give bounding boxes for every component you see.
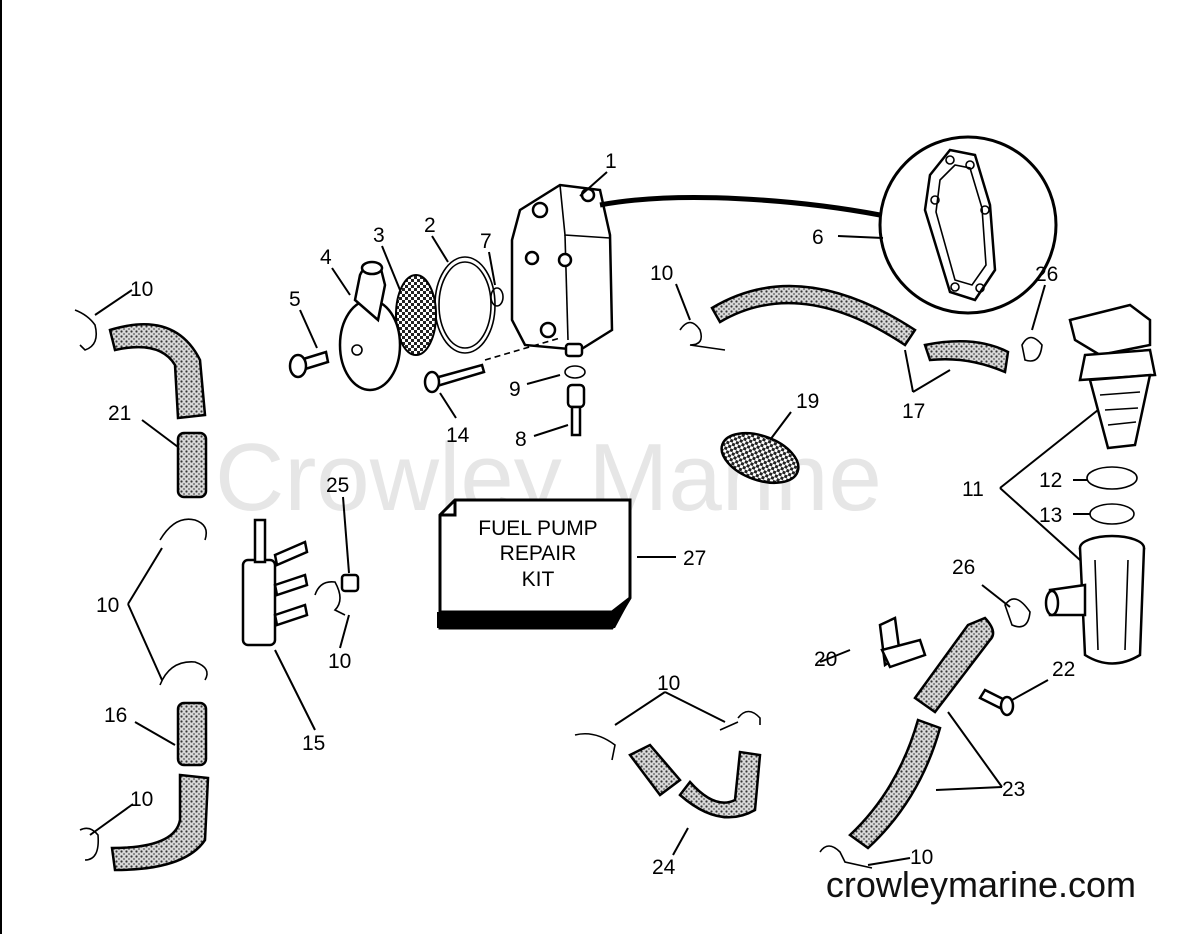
- filter-19: [720, 431, 800, 485]
- seal-7: [490, 287, 504, 307]
- kit-label-line2: REPAIR: [500, 542, 577, 565]
- clip-10-hose17: [679, 321, 726, 351]
- callout-20: 20: [814, 648, 837, 671]
- hose-24-elbow: [678, 750, 762, 819]
- callout-19: 19: [796, 390, 819, 413]
- callout-13: 13: [1039, 504, 1062, 527]
- callout-3: 3: [373, 224, 385, 247]
- callout-4: 4: [320, 246, 332, 269]
- clip-10-mid-left-b: [159, 661, 208, 686]
- callout-1: 1: [605, 150, 617, 173]
- callout-26-top: 26: [1035, 263, 1058, 286]
- callout-17: 17: [902, 400, 925, 423]
- clip-10-mid-left-a: [159, 518, 208, 541]
- callout-27: 27: [683, 547, 706, 570]
- pump-to-gasket-line: [599, 195, 881, 218]
- clip-10-bottom-right: [819, 845, 873, 869]
- callout-5: 5: [289, 288, 301, 311]
- hose-elbow-bottom-left: [110, 773, 210, 872]
- callout-numbers: 1 2 3 4 5 7 6 9 8 14 10 17 26 11 12 13 1…: [96, 150, 1075, 879]
- kit-label-line1: FUEL PUMP: [478, 517, 597, 540]
- oring-13: [1089, 503, 1135, 525]
- tee-fitting-15: [241, 518, 309, 647]
- clamp-26-top: [1021, 336, 1043, 362]
- callout-10-hose17: 10: [650, 262, 673, 285]
- hose-elbow-top-left: [108, 323, 207, 420]
- repair-kit-box: FUEL PUMP REPAIR KIT: [437, 498, 632, 630]
- screw-22: [978, 688, 1015, 717]
- callout-8: 8: [515, 428, 527, 451]
- callout-22: 22: [1052, 658, 1075, 681]
- pump-diaphragm-2-inner: [438, 261, 492, 349]
- screen-3: [395, 274, 437, 356]
- kit-label-line3: KIT: [522, 568, 555, 591]
- callout-21: 21: [108, 402, 131, 425]
- filter-bowl: [1044, 534, 1146, 665]
- callout-24: 24: [652, 856, 676, 879]
- fuel-pump-body: [510, 183, 614, 358]
- clip-10-top-left: [74, 309, 98, 351]
- callout-10-near-15: 10: [328, 650, 351, 673]
- screw-14: [423, 337, 561, 394]
- callout-10-bottom-left: 10: [130, 788, 153, 811]
- callout-10-mid-left: 10: [96, 594, 119, 617]
- clip-10-24b: [719, 710, 761, 731]
- bracket-20: [878, 616, 927, 669]
- callout-25: 25: [326, 474, 349, 497]
- hose-17a: [710, 284, 917, 347]
- clip-10-near-15: [314, 580, 346, 616]
- hose-23b: [848, 718, 942, 850]
- callout-16: 16: [104, 704, 127, 727]
- callout-10-24: 10: [657, 672, 680, 695]
- callout-26-bottom: 26: [952, 556, 975, 579]
- fitting-8: [566, 383, 586, 437]
- callout-10-bottom-right: 10: [910, 846, 933, 869]
- callout-12: 12: [1039, 469, 1062, 492]
- callout-2: 2: [424, 214, 436, 237]
- oring-9: [564, 365, 586, 379]
- hose-17b: [923, 340, 1010, 374]
- clip-10-bottom-left: [79, 827, 100, 861]
- filter-housing-top: [1068, 303, 1157, 450]
- callout-11: 11: [962, 478, 984, 501]
- pump-diaphragm-2: [434, 256, 496, 354]
- sleeve-25: [340, 573, 360, 593]
- watermark-footer: crowleymarine.com: [826, 864, 1136, 905]
- screw-5: [288, 350, 330, 379]
- gasket-detail: [878, 135, 1058, 315]
- hose-24-short: [628, 743, 682, 797]
- callout-7: 7: [480, 230, 492, 253]
- oring-12: [1086, 466, 1138, 490]
- leader-lines: [89, 171, 1099, 866]
- callout-15: 15: [302, 732, 325, 755]
- hose-16: [176, 701, 208, 767]
- callout-10-top-left: 10: [130, 278, 153, 301]
- clamp-26-bottom: [1004, 598, 1031, 628]
- callout-6: 6: [812, 226, 824, 249]
- callout-23: 23: [1002, 778, 1025, 801]
- pump-cover-4: [338, 260, 402, 392]
- callout-14: 14: [446, 424, 470, 447]
- hose-23a: [913, 616, 995, 714]
- clip-10-24a: [574, 732, 616, 761]
- hose-21: [176, 431, 208, 499]
- callout-9: 9: [509, 378, 521, 401]
